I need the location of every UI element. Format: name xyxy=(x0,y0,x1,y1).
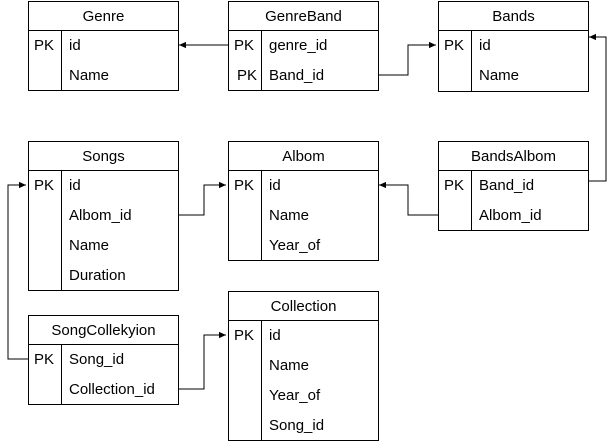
entity-title: GenreBand xyxy=(229,2,378,31)
entity-title: Songs xyxy=(29,142,178,171)
pk-label: PK xyxy=(234,37,255,54)
entity-genreband[interactable]: GenreBand PK genre_id PK Band_id xyxy=(228,1,379,91)
field-row: PK genre_id xyxy=(229,31,378,61)
field-name: Band_id xyxy=(269,67,325,84)
field-row: PK Band_id xyxy=(439,171,588,201)
field-row: Albom_id xyxy=(439,201,588,231)
field-row: Name xyxy=(29,231,178,261)
edge-genreband-bands xyxy=(378,41,436,76)
entity-title: Genre xyxy=(29,2,178,31)
field-row: Year_of xyxy=(229,231,378,261)
entity-title: Bands xyxy=(439,2,588,31)
pk-label: PK xyxy=(444,37,465,54)
field-name: Duration xyxy=(69,267,126,284)
field-name: Name xyxy=(69,67,110,84)
field-name: genre_id xyxy=(269,37,328,54)
edge-songcollekyion-songs xyxy=(7,181,28,360)
field-name: id xyxy=(69,37,81,54)
field-name: id xyxy=(479,37,491,54)
field-name: Albom_id xyxy=(479,207,542,224)
entity-collection[interactable]: Collection PK id Name Year_of Song_id xyxy=(228,291,379,441)
entity-genre[interactable]: Genre PK id Name xyxy=(28,1,179,91)
field-row: PK id xyxy=(29,171,178,201)
field-row: PK id xyxy=(229,321,378,351)
field-name: id xyxy=(269,177,281,194)
field-name: Name xyxy=(269,357,310,374)
field-name: Year_of xyxy=(269,237,321,254)
field-name: id xyxy=(269,327,281,344)
field-row: Name xyxy=(229,351,378,381)
field-name: Name xyxy=(69,237,110,254)
field-row: Name xyxy=(439,61,588,91)
entity-title: Collection xyxy=(229,292,378,321)
field-name: Collection_id xyxy=(69,381,155,398)
edge-bandsalbom-bands xyxy=(588,33,607,182)
field-row: PK id xyxy=(229,171,378,201)
pk-label: PK xyxy=(234,327,255,344)
field-name: Song_id xyxy=(69,351,125,368)
field-name: id xyxy=(69,177,81,194)
field-row: PK id xyxy=(439,31,588,61)
field-row: Albom_id xyxy=(29,201,178,231)
pk-label: PK xyxy=(34,37,55,54)
pk-label: PK xyxy=(444,177,465,194)
pk-label: PK xyxy=(234,177,255,194)
edge-songs-albom xyxy=(178,181,226,216)
pk-label: PK xyxy=(34,351,55,368)
pk-label: PK xyxy=(34,177,55,194)
edge-bandsalbom-albom xyxy=(379,181,438,216)
field-row: PK id xyxy=(29,31,178,61)
field-row: Name xyxy=(29,61,178,91)
entity-songs[interactable]: Songs PK id Albom_id Name Duration xyxy=(28,141,179,291)
entity-bands[interactable]: Bands PK id Name xyxy=(438,1,589,92)
field-name: Albom_id xyxy=(69,207,132,224)
field-row: Year_of xyxy=(229,381,378,411)
entity-albom[interactable]: Albom PK id Name Year_of xyxy=(228,141,379,261)
field-row: Collection_id xyxy=(29,375,178,405)
field-row: Duration xyxy=(29,261,178,291)
field-name: Song_id xyxy=(269,417,325,434)
field-row: PK Song_id xyxy=(29,345,178,375)
field-name: Name xyxy=(269,207,310,224)
field-name: Name xyxy=(479,67,520,84)
entity-bandsalbom[interactable]: BandsAlbom PK Band_id Albom_id xyxy=(438,141,589,231)
entity-songcollekyion[interactable]: SongCollekyion PK Song_id Collection_id xyxy=(28,315,179,405)
entity-title: SongCollekyion xyxy=(29,316,178,345)
entity-title: BandsAlbom xyxy=(439,142,588,171)
field-row: PK Band_id xyxy=(229,61,378,91)
entity-title: Albom xyxy=(229,142,378,171)
pk-label: PK xyxy=(237,67,258,84)
field-name: Band_id xyxy=(479,177,535,194)
field-row: Song_id xyxy=(229,411,378,441)
field-name: Year_of xyxy=(269,387,321,404)
edge-songcollekyion-collection xyxy=(178,331,226,390)
field-row: Name xyxy=(229,201,378,231)
